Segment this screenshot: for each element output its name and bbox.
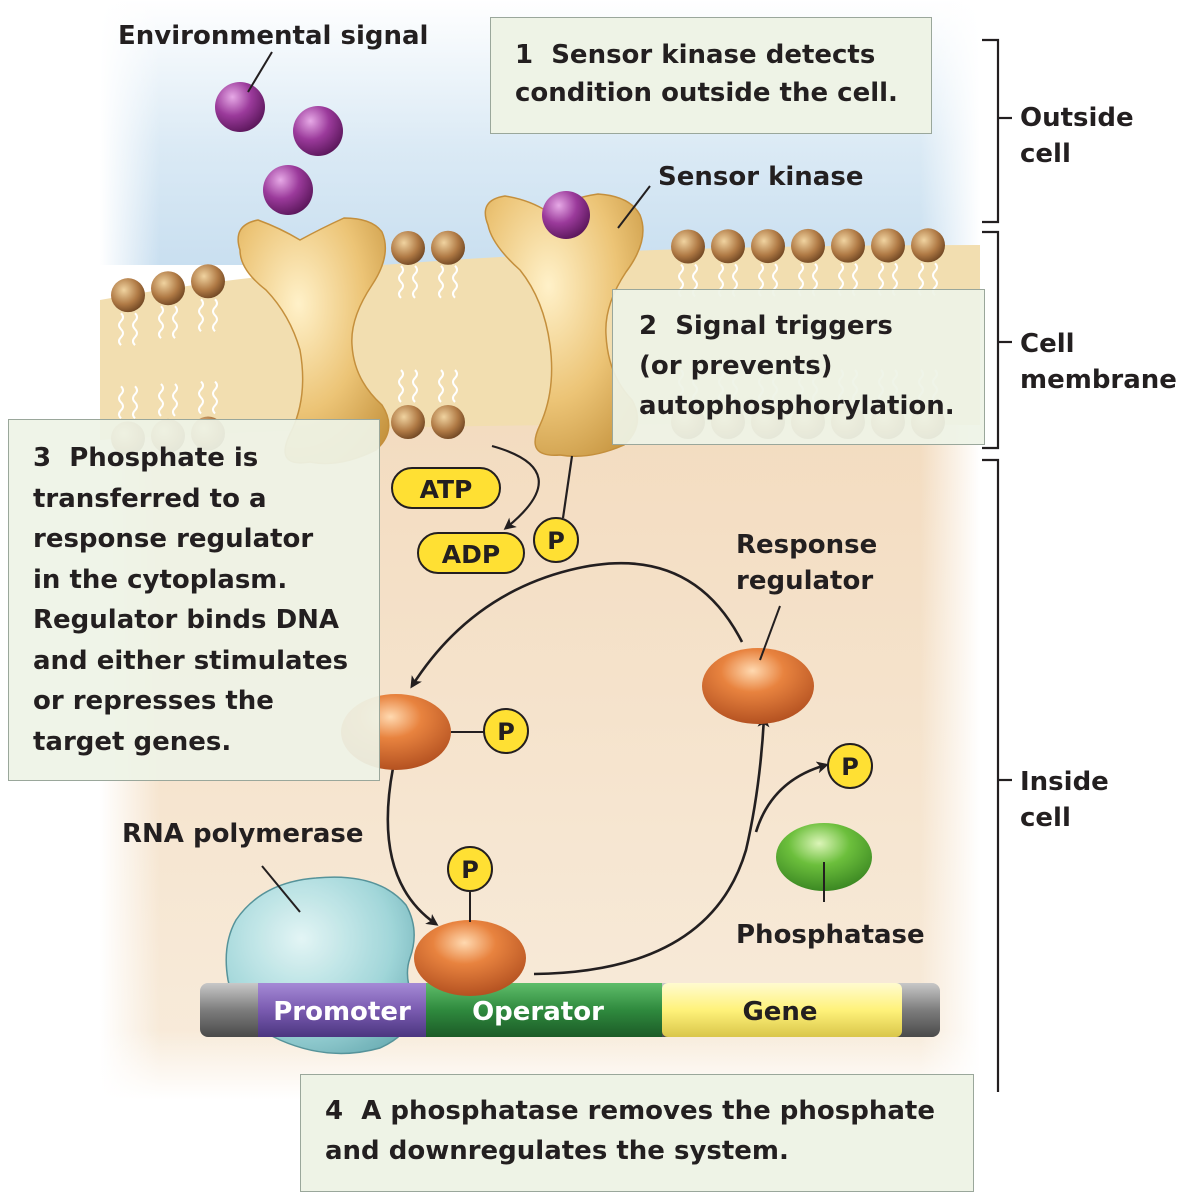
step-2-line: Signal triggers [675, 311, 893, 341]
step-1-box: 1 Sensor kinase detects condition outsid… [490, 17, 932, 134]
inside-cell-label-line2: cell [1020, 803, 1071, 833]
step-2-number: 2 [639, 311, 658, 341]
phospholipid-head [671, 229, 705, 264]
step-3-line: in the cytoplasm. [33, 564, 288, 595]
step-1-number: 1 [515, 40, 534, 70]
step-4-box: 4 A phosphatase removes the phosphate an… [300, 1074, 974, 1192]
atp-label: ATP [420, 475, 473, 504]
response-regulator [702, 648, 814, 724]
step-2-line: autophosphorylation. [639, 391, 955, 421]
sensor-kinase-label: Sensor kinase [658, 162, 863, 192]
step-4-line: and downregulates the system. [325, 1136, 789, 1166]
step-2-box: 2 Signal triggers (or prevents) autophos… [612, 289, 985, 445]
step-3-line: transferred to a [33, 483, 267, 514]
phospholipid-head [111, 278, 145, 313]
step-4-line: A phosphatase removes the phosphate [361, 1096, 935, 1126]
phospholipid-head [911, 228, 945, 263]
phosphate-group [483, 708, 529, 754]
svg-text:P: P [497, 718, 515, 746]
step-3-line: Phosphate is [69, 443, 259, 473]
phospholipid-head [391, 405, 425, 439]
cell-membrane-label-line2: membrane [1020, 365, 1177, 395]
signal-molecule [215, 82, 265, 132]
phospholipid-head [711, 229, 745, 264]
phosphate-label: P [547, 527, 565, 555]
environmental-signal-label: Environmental signal [118, 21, 428, 51]
step-4-number: 4 [325, 1096, 344, 1126]
response-regulator-label-line1: Response [736, 530, 877, 560]
phosphatase [776, 823, 872, 891]
dna-strand: Promoter Operator Gene [200, 983, 940, 1037]
phosphate-released: P [533, 517, 579, 563]
rna-polymerase-label: RNA polymerase [122, 819, 364, 849]
step-3-line: and either stimulates [33, 645, 349, 676]
step-3-line: target genes. [33, 726, 232, 757]
signal-molecule [263, 165, 313, 215]
step-1-line: Sensor kinase detects [551, 40, 876, 70]
adp-pill: ADP [417, 532, 525, 574]
step-3-box: 3 Phosphate is transferred to a response… [8, 419, 380, 781]
step-3-line: response regulator [33, 524, 314, 554]
step-3-line: Regulator binds DNA [33, 605, 340, 635]
phospholipid-head [871, 228, 905, 263]
inside-cell-label-line1: Inside [1020, 767, 1109, 797]
signal-molecule [293, 106, 343, 156]
svg-text:P: P [841, 753, 859, 781]
phosphate-group [447, 846, 493, 892]
promoter-region [258, 983, 426, 1037]
cell-membrane-label-line1: Cell [1020, 329, 1075, 359]
response-regulator-label-line2: regulator [736, 566, 873, 596]
step-3-number: 3 [33, 443, 52, 473]
bound-signal-molecule [542, 191, 590, 239]
phospholipid-head [751, 229, 785, 264]
outside-cell-label-line2: cell [1020, 139, 1071, 169]
atp-pill: ATP [391, 467, 501, 509]
gene-region [662, 983, 902, 1037]
phospholipid-head [791, 228, 825, 263]
operator-label: Operator [472, 997, 604, 1027]
step-2-line: (or prevents) [639, 351, 833, 381]
step-3-line: or represses the [33, 686, 274, 716]
gene-label: Gene [742, 997, 817, 1027]
svg-text:P: P [461, 856, 479, 884]
promoter-label: Promoter [273, 997, 411, 1027]
adp-label: ADP [442, 540, 500, 569]
outside-cell-label-line1: Outside [1020, 103, 1134, 133]
phospholipid-head [391, 230, 425, 265]
phosphatase-label: Phosphatase [736, 920, 925, 950]
bound-regulator [414, 920, 526, 996]
sensor-kinase-left [237, 217, 390, 465]
phospholipid-head [831, 228, 865, 263]
step-1-line: condition outside the cell. [515, 78, 898, 108]
phospholipid-head [191, 264, 225, 299]
phospholipid-head [431, 230, 465, 265]
phospholipid-head [431, 405, 465, 439]
phosphate-removed [827, 743, 873, 789]
phospholipid-head [151, 271, 185, 306]
